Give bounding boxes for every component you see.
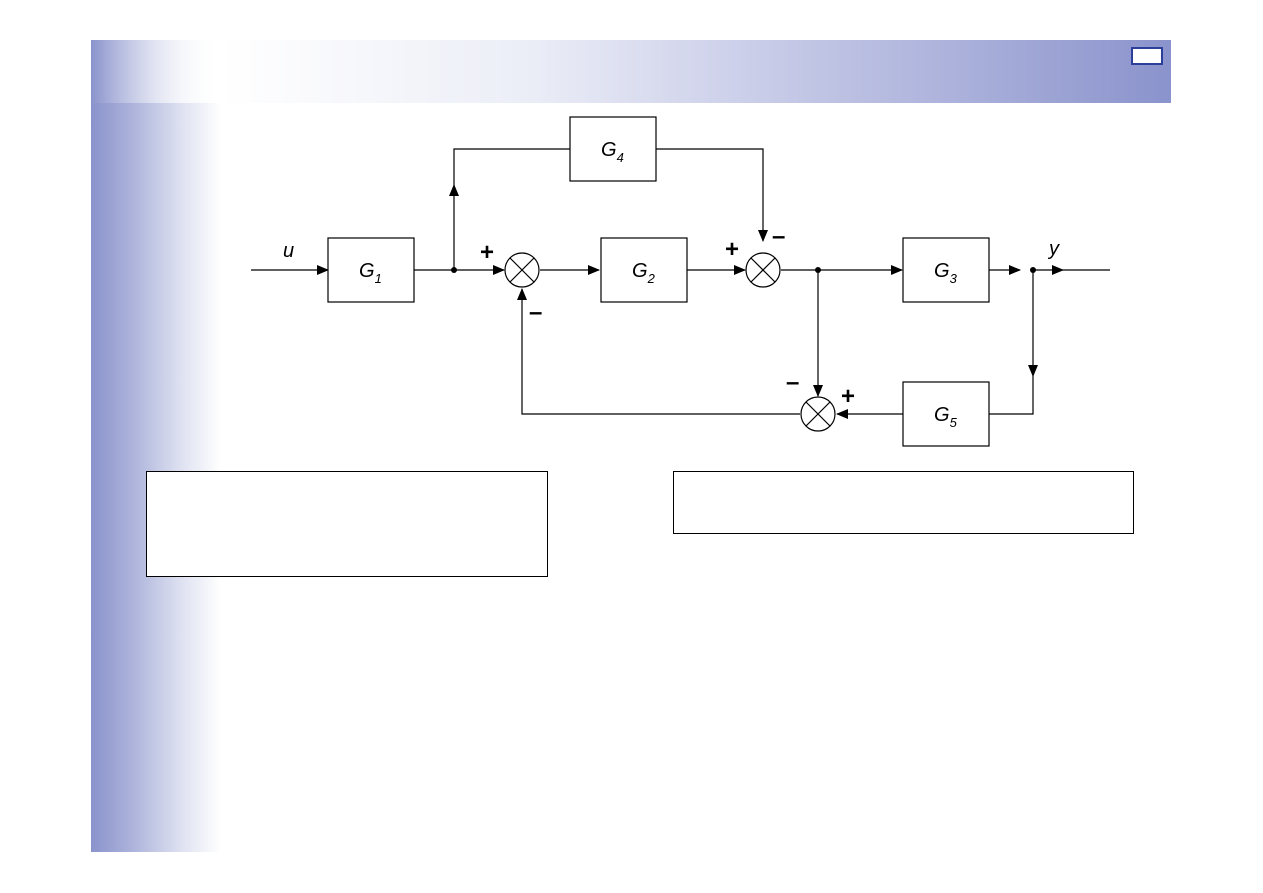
g4-to-sum2-wire	[656, 148, 768, 242]
block-g4-letter: G	[601, 139, 617, 161]
block-g5-letter: G	[934, 404, 950, 426]
svg-text:G4: G4	[601, 139, 624, 165]
to-g5-wire	[989, 376, 1034, 415]
summing-junction-3	[800, 396, 836, 432]
branch-node-1	[451, 267, 457, 273]
sum2-minus-sign: –	[772, 223, 785, 250]
svg-text:G1: G1	[359, 260, 382, 286]
svg-text:G5: G5	[934, 404, 958, 430]
block-g3: G3	[902, 237, 990, 303]
block-g4-subscript: 4	[617, 150, 624, 165]
sum3-to-sum1-feedback-wire	[517, 288, 800, 415]
summing-junction-2	[745, 252, 781, 288]
sum1-minus-sign: –	[529, 299, 542, 326]
branch-to-g4-wire	[453, 148, 570, 185]
output-label-y: y	[1047, 238, 1060, 260]
block-g2-subscript: 2	[647, 271, 656, 286]
left-gradient-band	[91, 40, 221, 852]
branch-node-3	[1030, 267, 1036, 273]
block-g1: G1	[327, 237, 415, 303]
block-g3-letter: G	[934, 260, 950, 282]
svg-text:G3: G3	[934, 260, 958, 286]
summing-junction-1	[504, 252, 540, 288]
block-g1-subscript: 1	[375, 271, 382, 286]
block-diagram: G1 G2 G3 G4 G5	[251, 116, 1110, 447]
block-g4: G4	[569, 116, 657, 182]
block-g3-subscript: 3	[950, 271, 958, 286]
answer-box-left[interactable]	[146, 471, 548, 577]
block-g2-letter: G	[632, 260, 648, 282]
sum1-plus-sign: +	[480, 239, 494, 266]
block-g5-subscript: 5	[950, 415, 958, 430]
svg-text:G2: G2	[632, 260, 656, 286]
block-g1-letter: G	[359, 260, 375, 282]
sum3-minus-sign: –	[786, 369, 799, 396]
sum2-plus-sign: +	[725, 236, 739, 263]
top-gradient-band	[91, 40, 1171, 103]
answer-box-right[interactable]	[673, 471, 1134, 534]
block-g5: G5	[902, 381, 990, 447]
branch-node-2	[815, 267, 821, 273]
sum3-plus-sign: +	[841, 383, 855, 410]
input-label-u: u	[283, 240, 294, 262]
slide: G1 G2 G3 G4 G5	[91, 40, 1171, 852]
slide-number-badge	[1131, 47, 1163, 65]
block-g2: G2	[600, 237, 688, 303]
